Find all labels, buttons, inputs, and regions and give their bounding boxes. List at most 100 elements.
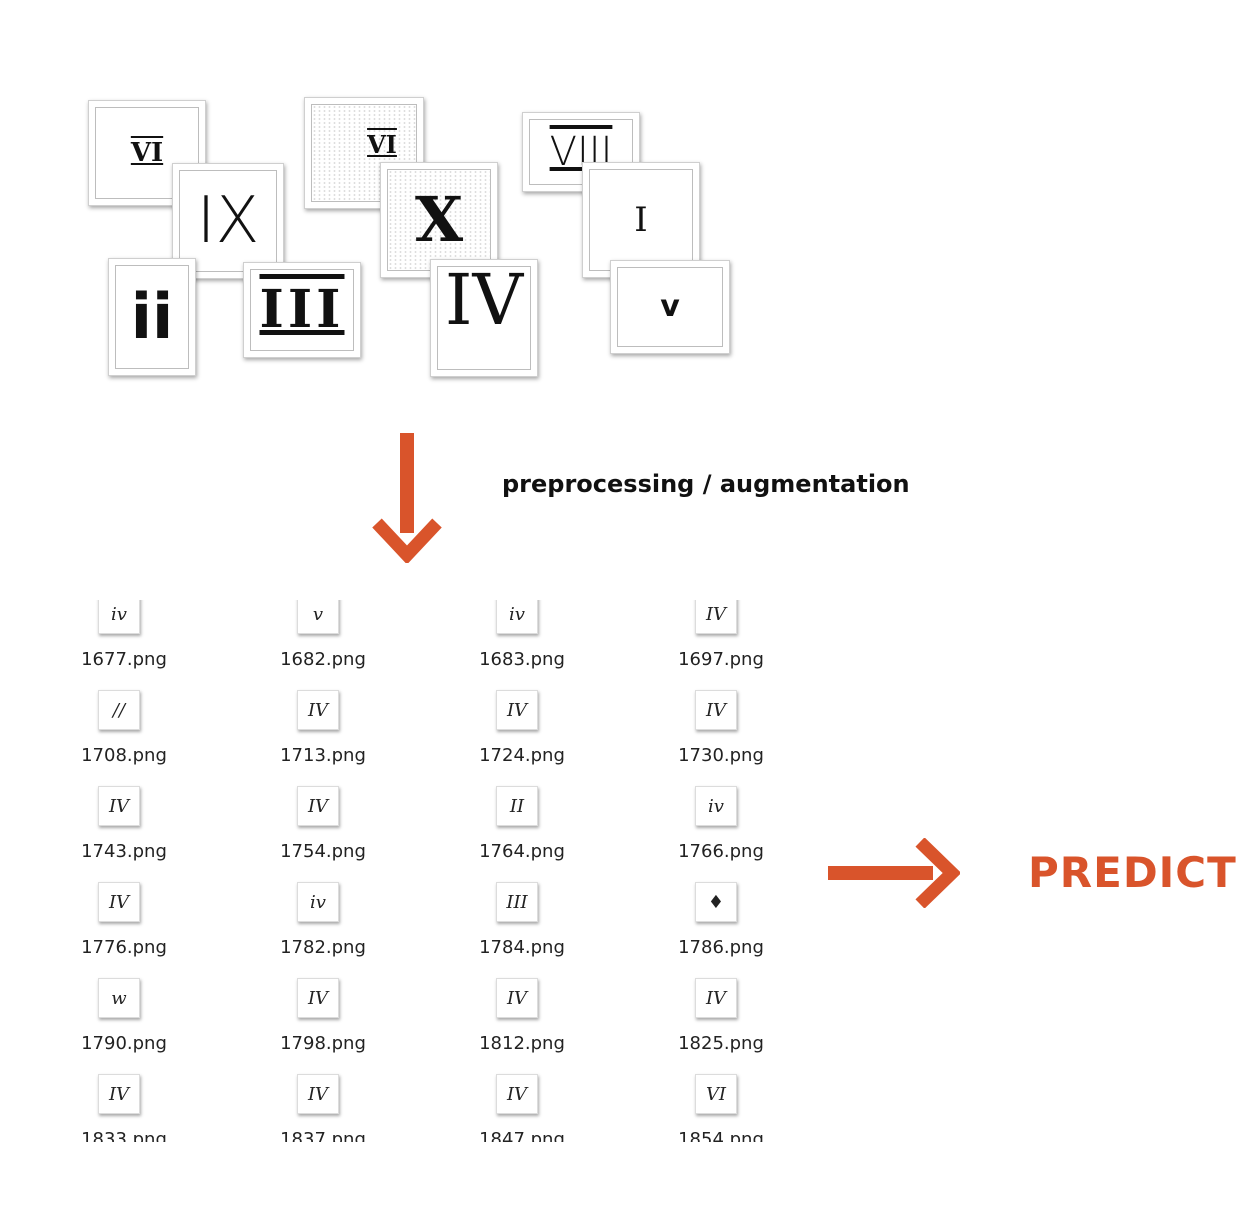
thumbnail-glyph: IV xyxy=(506,987,528,1009)
file-name: 1786.png xyxy=(678,937,764,958)
card-glyph: X xyxy=(414,183,464,256)
file-item[interactable]: // 1708.png xyxy=(60,690,240,792)
file-name: 1776.png xyxy=(81,937,167,958)
file-thumbnail: VI xyxy=(695,1074,737,1114)
file-thumbnail: IV xyxy=(98,882,140,922)
file-name: 1677.png xyxy=(81,649,167,670)
file-item[interactable]: IV 1776.png xyxy=(60,882,240,984)
file-name: 1754.png xyxy=(280,841,366,862)
card-glyph: IX xyxy=(196,184,260,258)
thumbnail-glyph: IV xyxy=(108,1083,130,1105)
file-item[interactable]: IV 1837.png xyxy=(259,1074,439,1142)
file-thumbnail: IV xyxy=(297,1074,339,1114)
file-thumbnail: iv xyxy=(695,786,737,826)
file-item[interactable]: IV 1730.png xyxy=(657,690,820,792)
file-thumbnail: IV xyxy=(496,1074,538,1114)
file-item[interactable]: IV 1798.png xyxy=(259,978,439,1080)
thumbnail-glyph: IV xyxy=(307,699,329,721)
file-thumbnail: IV xyxy=(297,786,339,826)
file-name: 1812.png xyxy=(479,1033,565,1054)
thumbnail-glyph: w xyxy=(111,987,127,1009)
file-thumbnail: iv xyxy=(297,882,339,922)
file-name: 1784.png xyxy=(479,937,565,958)
thumbnail-glyph: IV xyxy=(307,987,329,1009)
file-name: 1697.png xyxy=(678,649,764,670)
file-thumbnail: IV xyxy=(98,1074,140,1114)
file-item[interactable]: IV 1825.png xyxy=(657,978,820,1080)
thumbnail-glyph: IV xyxy=(705,699,727,721)
file-name: 1766.png xyxy=(678,841,764,862)
arrow-right-icon xyxy=(828,838,960,908)
file-name: 1708.png xyxy=(81,745,167,766)
file-thumbnail: IV xyxy=(297,690,339,730)
file-name: 1854.png xyxy=(678,1129,764,1142)
file-thumbnail: iv xyxy=(496,600,538,634)
image-card: VI xyxy=(304,97,424,209)
file-name: 1764.png xyxy=(479,841,565,862)
image-card: IV xyxy=(430,259,538,377)
thumbnail-glyph: // xyxy=(112,699,126,721)
file-item[interactable]: iv 1782.png xyxy=(259,882,439,984)
file-name: 1730.png xyxy=(678,745,764,766)
thumbnail-glyph: II xyxy=(509,795,525,817)
file-thumbnail: IV xyxy=(297,978,339,1018)
thumbnail-glyph: iv xyxy=(509,603,525,625)
file-item[interactable]: iv 1766.png xyxy=(657,786,820,888)
file-item[interactable]: IV 1713.png xyxy=(259,690,439,792)
image-card: III xyxy=(243,262,361,358)
file-thumbnail: IV xyxy=(98,786,140,826)
file-item[interactable]: IV 1812.png xyxy=(458,978,638,1080)
card-glyph: ii xyxy=(130,280,174,353)
card-glyph: I xyxy=(634,200,648,240)
file-item[interactable]: IV 1754.png xyxy=(259,786,439,888)
file-thumbnail: IV xyxy=(695,600,737,634)
file-item[interactable]: VI 1854.png xyxy=(657,1074,820,1142)
file-name: 1798.png xyxy=(280,1033,366,1054)
image-card: v xyxy=(610,260,730,354)
file-name: 1837.png xyxy=(280,1129,366,1142)
predict-label: PREDICT xyxy=(1028,848,1237,897)
thumbnail-glyph: IV xyxy=(506,1083,528,1105)
card-glyph: v xyxy=(660,289,680,324)
thumbnail-glyph: ♦ xyxy=(707,891,725,913)
file-item[interactable]: IV 1697.png xyxy=(657,600,820,696)
thumbnail-glyph: v xyxy=(312,603,324,625)
file-item[interactable]: III 1784.png xyxy=(458,882,638,984)
image-card: VI xyxy=(88,100,206,206)
card-glyph: III xyxy=(259,279,345,340)
thumbnail-glyph: IV xyxy=(108,795,130,817)
thumbnail-glyph: IV xyxy=(307,795,329,817)
file-thumbnail: III xyxy=(496,882,538,922)
file-thumbnail: v xyxy=(297,600,339,634)
file-name: 1790.png xyxy=(81,1033,167,1054)
thumbnail-glyph: iv xyxy=(708,795,724,817)
thumbnail-glyph: iv xyxy=(310,891,326,913)
file-thumbnail: IV xyxy=(496,690,538,730)
thumbnail-glyph: IV xyxy=(506,699,528,721)
arrow-down-icon xyxy=(372,433,442,563)
card-glyph: VI xyxy=(367,130,397,159)
file-item[interactable]: w 1790.png xyxy=(60,978,240,1080)
file-item[interactable]: II 1764.png xyxy=(458,786,638,888)
thumbnail-glyph: III xyxy=(506,891,528,913)
file-thumbnail: IV xyxy=(695,690,737,730)
image-card: ii xyxy=(108,258,196,376)
file-item[interactable]: IV 1743.png xyxy=(60,786,240,888)
file-item[interactable]: ♦ 1786.png xyxy=(657,882,820,984)
thumbnail-glyph: IV xyxy=(307,1083,329,1105)
thumbnail-glyph: VI xyxy=(705,1083,727,1105)
file-name: 1782.png xyxy=(280,937,366,958)
file-name: 1825.png xyxy=(678,1033,764,1054)
file-name: 1713.png xyxy=(280,745,366,766)
thumbnail-glyph: IV xyxy=(108,891,130,913)
file-name: 1743.png xyxy=(81,841,167,862)
file-thumbnail: ♦ xyxy=(695,882,737,922)
thumbnail-glyph: IV xyxy=(705,987,727,1009)
file-thumbnail: // xyxy=(98,690,140,730)
